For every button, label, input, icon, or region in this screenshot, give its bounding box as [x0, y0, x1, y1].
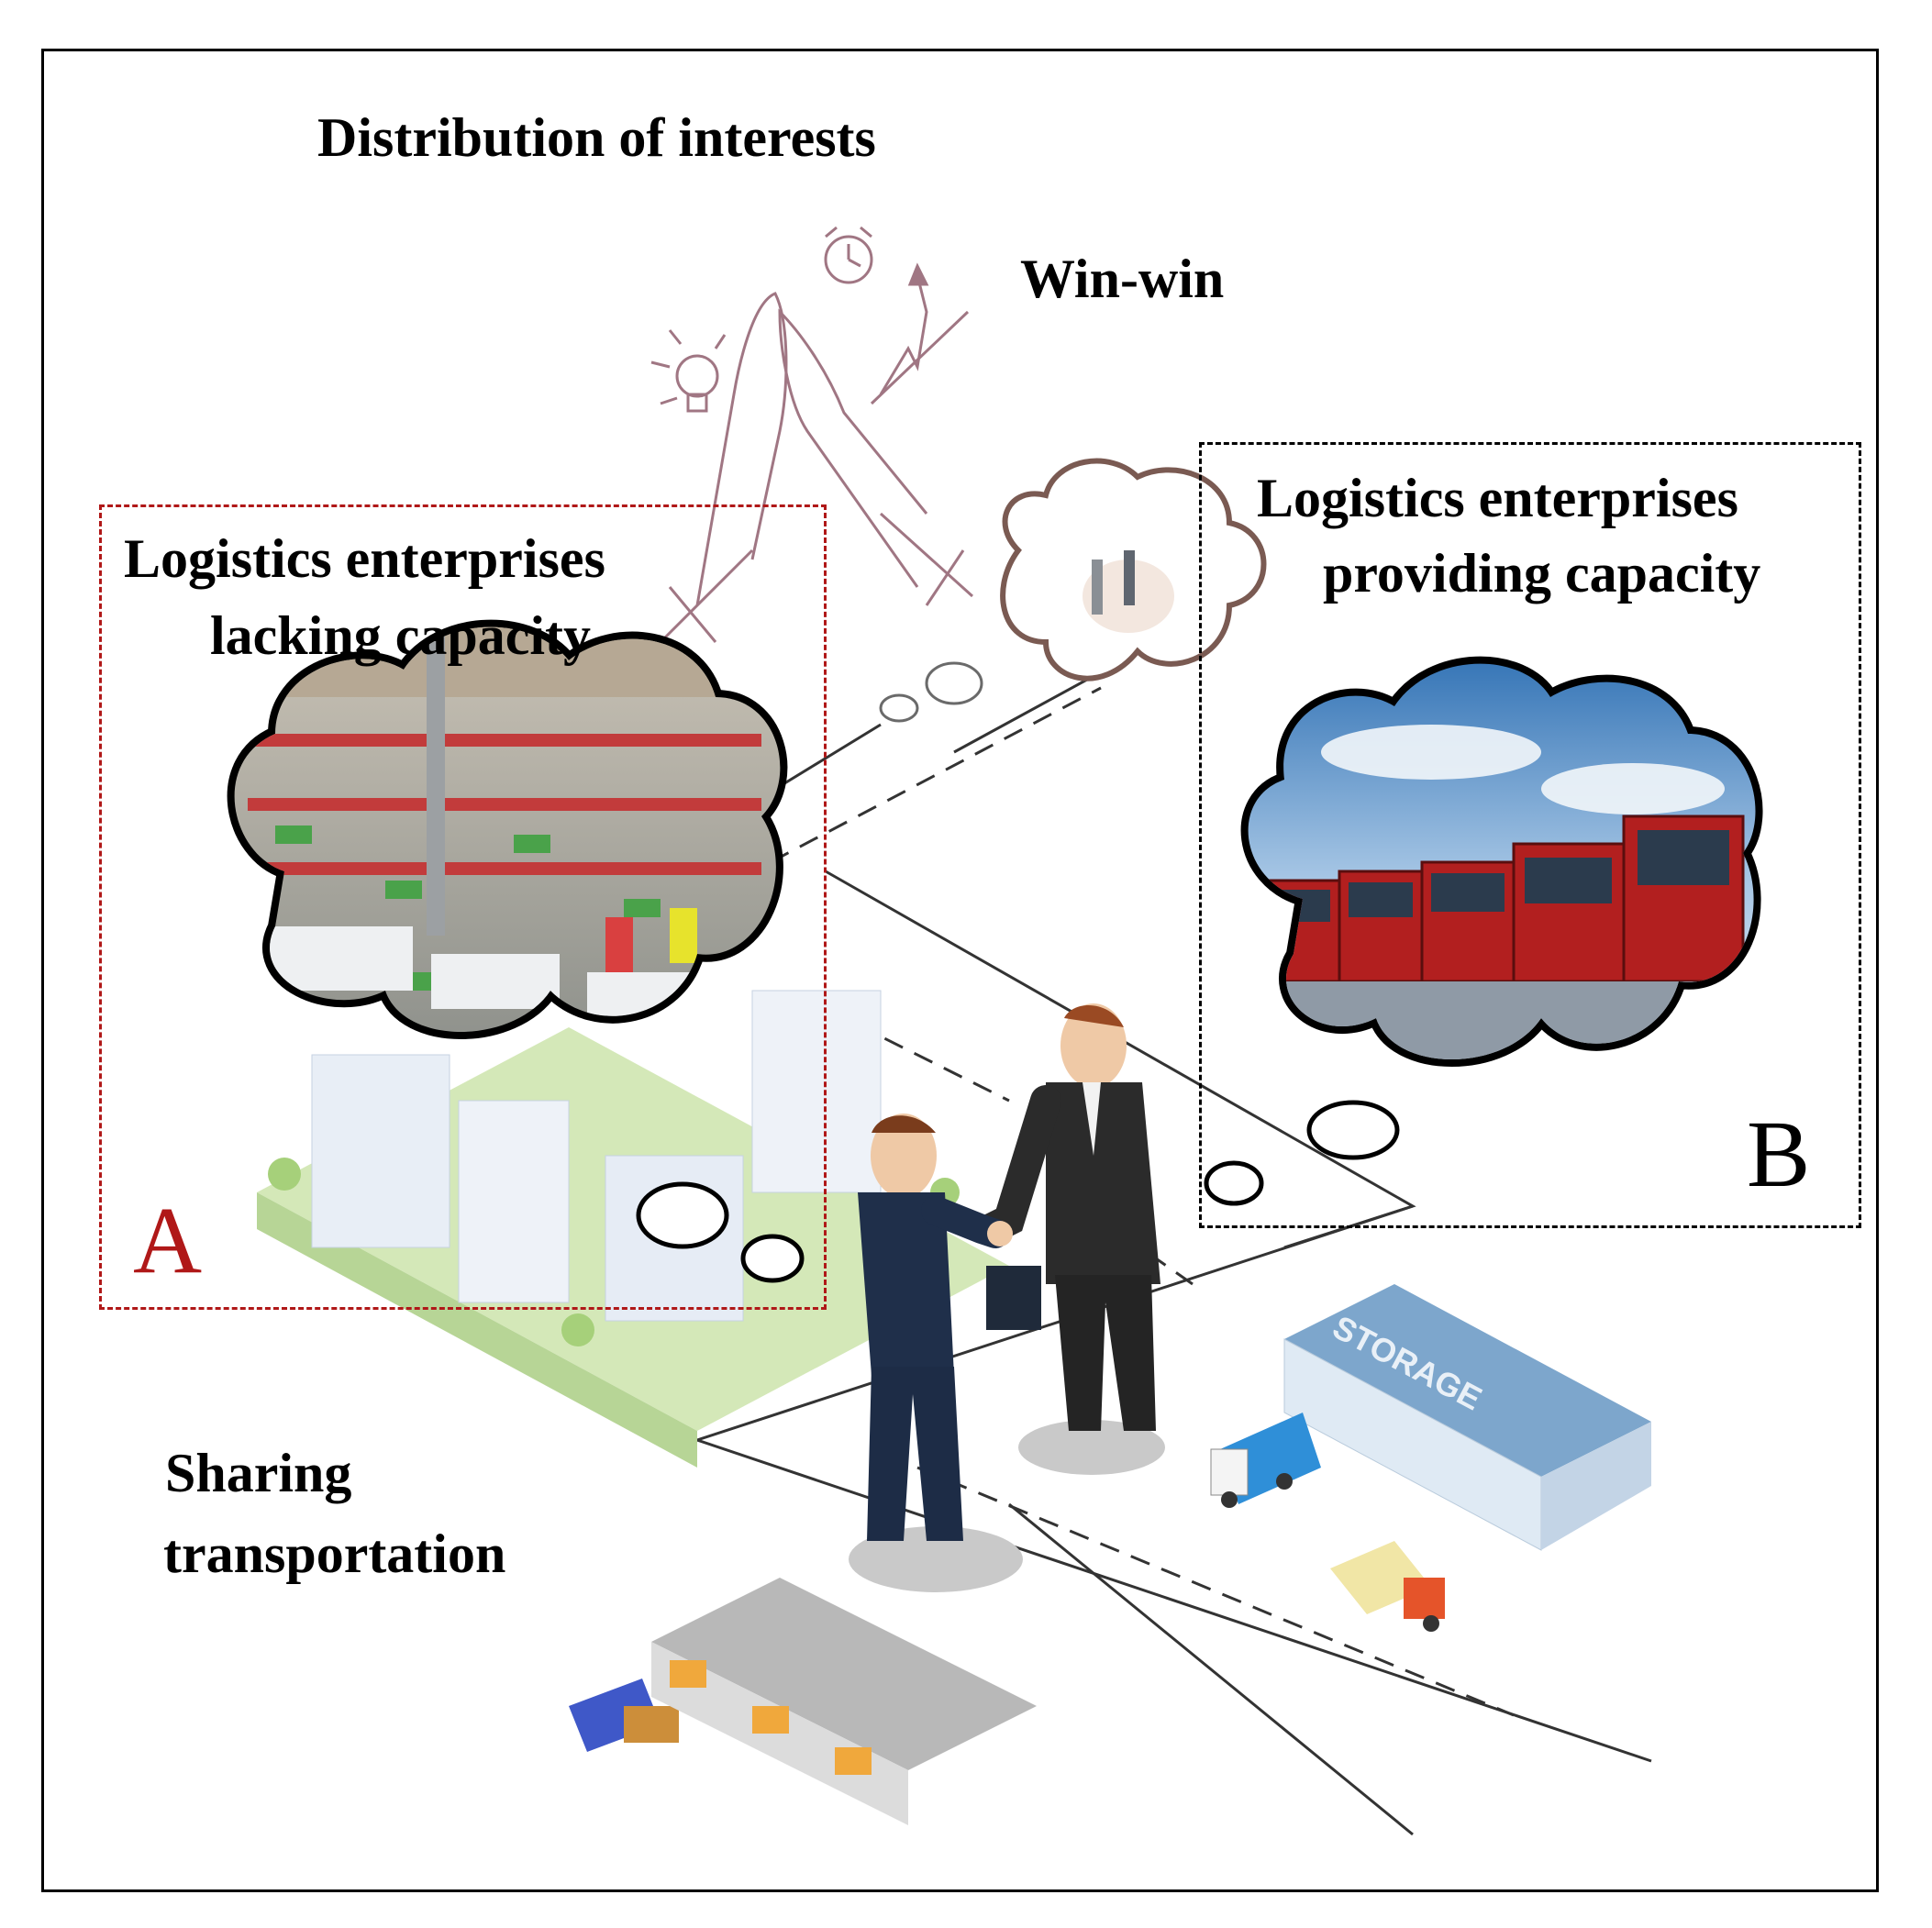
handshake-businessmen-icon [849, 1003, 1165, 1592]
warehouse-row [651, 1578, 1037, 1825]
box-a-letter: A [133, 1188, 203, 1293]
light-bulb-icon [650, 329, 727, 413]
sharing-label-line-1: Sharing [165, 1443, 352, 1503]
win-win-label: Win-win [1020, 249, 1225, 309]
box-b-line-2: providing capacity [1323, 543, 1761, 604]
sharing-label-line-2: transportation [163, 1524, 506, 1584]
storage-building-icon: STORAGE [1283, 1284, 1651, 1551]
truck-fleet-photo-icon [1240, 656, 1763, 1067]
box-a-line-1: Logistics enterprises [124, 528, 605, 589]
box-b-line-1: Logistics enterprises [1257, 468, 1738, 528]
box-a: Logistics enterprises lacking capacity A [99, 504, 827, 1310]
high-five-hands-icon [659, 292, 974, 644]
box-a-line-2: lacking capacity [210, 605, 591, 666]
thought-bubbles-a [636, 661, 983, 1283]
city-block [257, 990, 1009, 1468]
box-b-letter: B [1747, 1102, 1811, 1207]
small-thought-cloud [1000, 458, 1267, 681]
warehouse-photo-icon [227, 619, 788, 1039]
rising-arrow-icon [870, 262, 970, 405]
alarm-clock-icon [824, 226, 873, 284]
box-b: Logistics enterprises providing capacity… [1199, 442, 1861, 1228]
thought-bubbles-b [1204, 1100, 1400, 1206]
diagram-title: Distribution of interests [317, 107, 876, 168]
delivery-truck-icon [569, 1413, 1445, 1752]
